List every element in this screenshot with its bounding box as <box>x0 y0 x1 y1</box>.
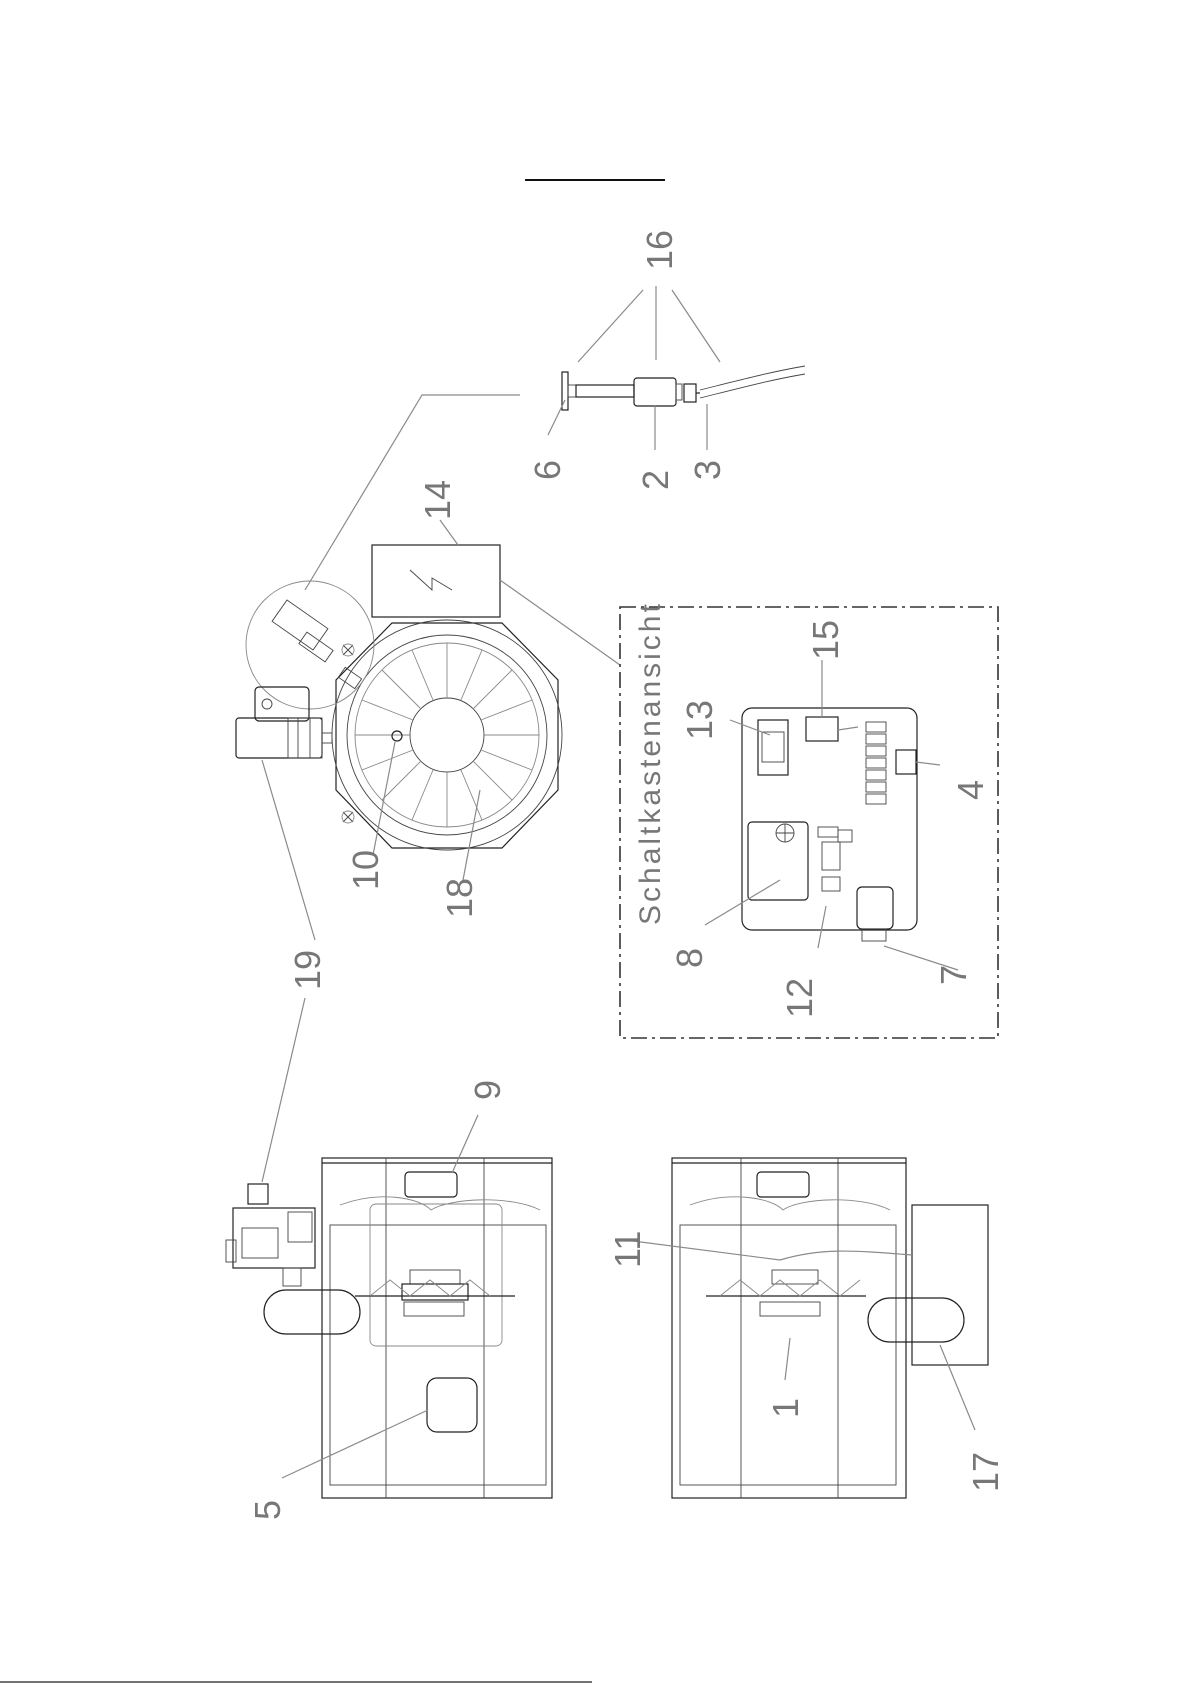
electrode-assembly <box>562 366 805 410</box>
front-view-right <box>672 1158 988 1498</box>
terminal-strip <box>866 722 886 804</box>
switchbox-caption: Schaltkastenansicht <box>634 601 667 925</box>
electrode-insulator <box>634 378 676 406</box>
switch-12 <box>818 827 852 891</box>
callout-17: 17 <box>965 1452 1006 1492</box>
callout-15: 15 <box>805 620 846 660</box>
callout-18: 18 <box>439 878 480 918</box>
cable-gland-7 <box>857 887 893 929</box>
inspection-window-5 <box>427 1378 477 1432</box>
transformer-8 <box>748 822 808 900</box>
callout-16: 16 <box>639 230 680 270</box>
callout-7: 7 <box>933 965 974 985</box>
callout-8: 8 <box>669 948 710 968</box>
gas-valve-front <box>226 1184 360 1334</box>
callout-1: 1 <box>765 1398 806 1418</box>
relay-13 <box>758 720 788 775</box>
callout-10: 10 <box>345 850 386 890</box>
burner-top-view <box>332 620 562 850</box>
ignition-cable <box>700 366 805 390</box>
front-view-left <box>322 1158 552 1498</box>
flame-sensor-port <box>392 731 402 741</box>
callout-19: 19 <box>287 950 328 990</box>
fuse-15 <box>806 717 838 741</box>
callout-2: 2 <box>635 470 676 490</box>
electrode-shaft <box>576 385 634 397</box>
high-voltage-icon <box>410 570 452 590</box>
callout-5: 5 <box>247 1500 288 1520</box>
fan-blades <box>355 643 539 827</box>
callout-13: 13 <box>679 700 720 740</box>
callout-9: 9 <box>467 1080 508 1100</box>
callout-12: 12 <box>779 978 820 1018</box>
electrode-plug <box>684 384 696 402</box>
control-board <box>742 708 917 941</box>
detail-circle <box>246 581 374 709</box>
gas-valve-top <box>236 687 332 758</box>
crossed-fastener-2 <box>343 812 353 822</box>
callout-3: 3 <box>687 460 728 480</box>
connector-4 <box>896 750 916 774</box>
callout-labels: 16 6 2 3 14 13 15 4 10 18 19 8 12 7 9 11… <box>247 230 1006 1520</box>
callout-14: 14 <box>417 480 458 520</box>
callout-11: 11 <box>607 1231 648 1268</box>
crossed-fastener-1 <box>343 645 353 655</box>
callout-4: 4 <box>950 780 991 800</box>
callout-6: 6 <box>527 460 568 480</box>
ignition-transformer-box <box>372 545 500 617</box>
